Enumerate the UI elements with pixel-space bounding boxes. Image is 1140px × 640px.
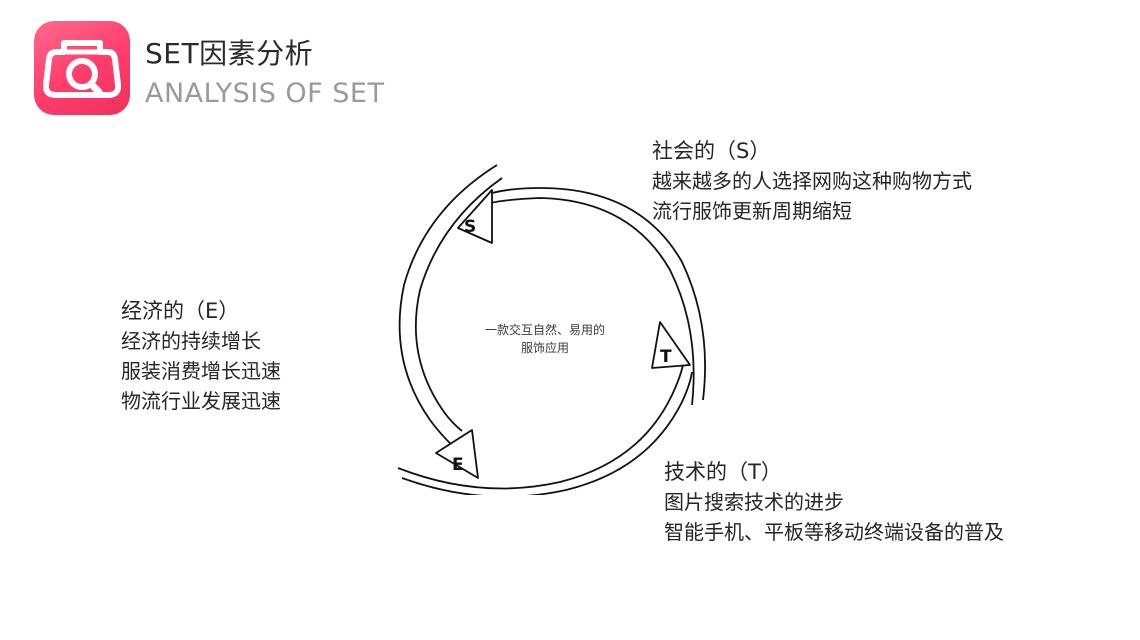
app-logo [34,21,130,115]
arc-t-to-s [489,197,695,406]
economic-item: 经济的持续增长 [121,329,261,353]
arc-e-to-t [397,364,684,490]
center-line-1: 一款交互自然、易用的 [484,323,605,337]
social-heading: 社会的（S） [652,139,771,163]
center-line-2: 服饰应用 [520,341,569,355]
social-item: 越来越多的人选择网购这种购物方式 [652,169,972,193]
technical-item: 智能手机、平板等移动终端设备的普及 [664,520,1004,544]
economic-item: 物流行业发展迅速 [121,389,281,413]
arc-e-to-t-inner [401,371,693,495]
arc-s-to-e [398,164,498,451]
social-factor-block: 社会的（S） 越来越多的人选择网购这种购物方式 流行服饰更新周期缩短 [652,136,972,226]
arrowhead-e [435,429,479,479]
economic-heading: 经济的（E） [121,299,240,323]
technical-item: 图片搜索技术的进步 [664,490,844,514]
arc-t-to-s-inner [491,187,706,401]
technical-heading: 技术的（T） [664,460,782,484]
arrow-letter-t: T [660,347,672,367]
arc-s-to-e-inner [414,177,503,432]
arrow-letter-s: S [464,217,476,237]
economic-factor-block: 经济的（E） 经济的持续增长 服装消费增长迅速 物流行业发展迅速 [121,296,281,416]
set-cycle-diagram: E S T [397,164,706,495]
arrowhead-s [457,189,493,244]
technical-factor-block: 技术的（T） 图片搜索技术的进步 智能手机、平板等移动终端设备的普及 [664,457,1004,547]
arrowhead-t [651,321,691,369]
arrow-letter-e: E [452,455,464,475]
page-subtitle: ANALYSIS OF SET [145,78,385,109]
social-item: 流行服饰更新周期缩短 [652,199,852,223]
page-title: SET因素分析 [145,37,314,70]
camera-search-icon [42,40,122,98]
economic-item: 服装消费增长迅速 [121,359,281,383]
center-concept: 一款交互自然、易用的 服饰应用 [455,321,635,357]
